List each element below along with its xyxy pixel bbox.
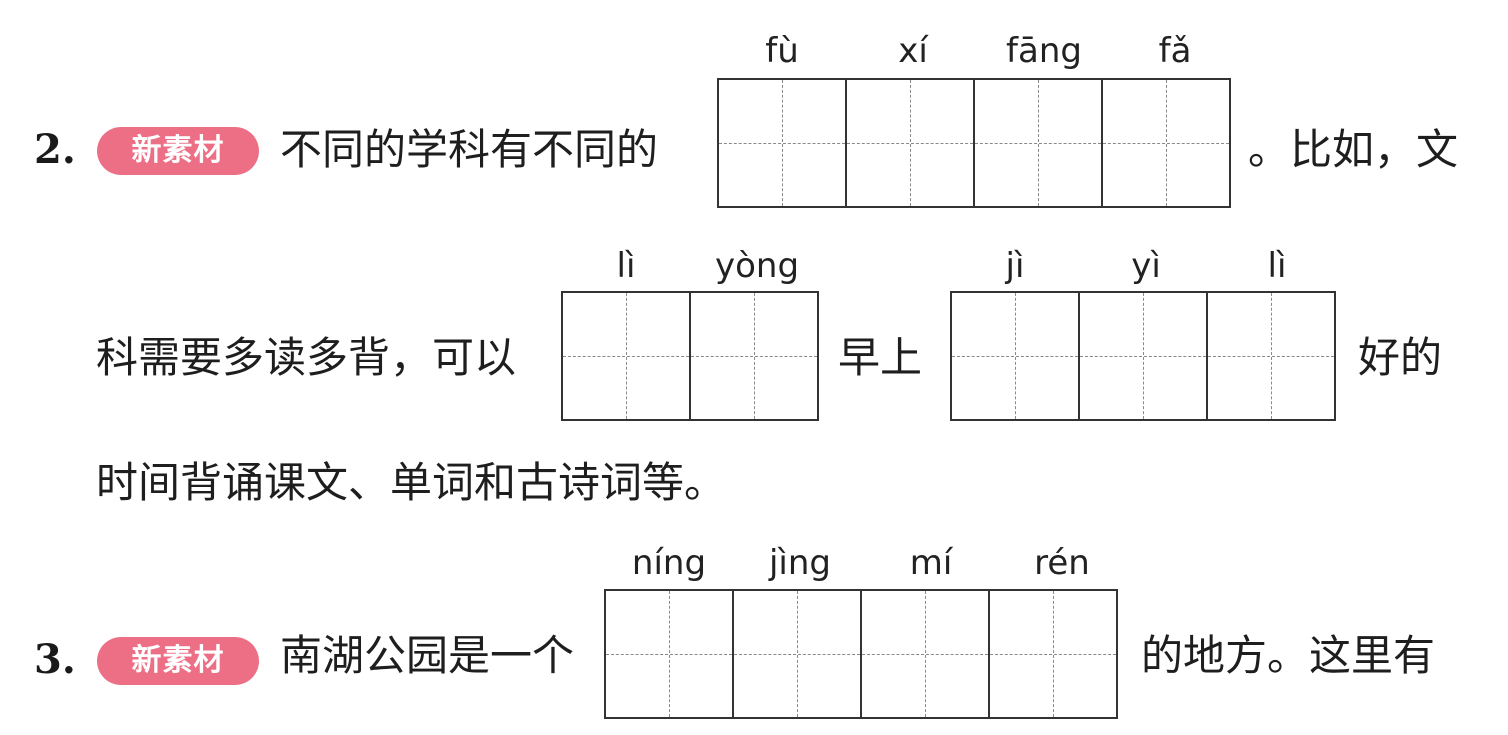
writing-cell[interactable] (845, 78, 975, 208)
pinyin-label: fù (765, 31, 799, 71)
question-number-2: 2. (34, 126, 76, 173)
q3-line1-text-after: 的地方。这里有 (1141, 631, 1436, 680)
writing-cell[interactable] (732, 589, 862, 719)
writing-cell[interactable] (860, 589, 990, 719)
pinyin-label: jìng (768, 543, 832, 583)
writing-cell[interactable] (988, 589, 1118, 719)
pinyin-label: lì (616, 246, 636, 286)
writing-cell[interactable] (1078, 291, 1208, 421)
pinyin-label: lì (1267, 246, 1287, 286)
answer-grid-jiyili[interactable] (950, 291, 1336, 421)
pinyin-label: fāng (1006, 31, 1082, 71)
pinyin-label: yòng (714, 246, 800, 286)
new-material-badge: 新素材 (97, 127, 259, 175)
q2-line1-text-before: 不同的学科有不同的 (280, 125, 659, 174)
answer-grid-liyong[interactable] (561, 291, 819, 421)
writing-cell[interactable] (1101, 78, 1231, 208)
q2-line2-text-middle: 早上 (838, 333, 923, 382)
writing-cell[interactable] (604, 589, 734, 719)
q2-line3-text: 时间背诵课文、单词和古诗词等。 (96, 458, 727, 507)
pinyin-label: níng (631, 543, 707, 583)
writing-cell[interactable] (950, 291, 1080, 421)
pinyin-label: xí (898, 31, 928, 71)
answer-grid-ningjing-miren[interactable] (604, 589, 1118, 719)
pinyin-label: jì (1005, 246, 1025, 286)
pinyin-label: fǎ (1158, 31, 1192, 71)
q2-line2-text-before: 科需要多读多背，可以 (96, 333, 517, 382)
question-number-3: 3. (34, 636, 76, 683)
pinyin-label: yì (1131, 246, 1161, 286)
q3-line1-text-before: 南湖公园是一个 (280, 631, 575, 680)
answer-grid-fuxi-fangfa[interactable] (717, 78, 1231, 208)
new-material-badge: 新素材 (97, 637, 259, 685)
writing-cell[interactable] (973, 78, 1103, 208)
q2-line2-text-after: 好的 (1358, 333, 1443, 382)
writing-cell[interactable] (1206, 291, 1336, 421)
writing-cell[interactable] (561, 291, 691, 421)
pinyin-label: rén (1034, 543, 1090, 583)
writing-cell[interactable] (717, 78, 847, 208)
writing-cell[interactable] (689, 291, 819, 421)
q2-line1-text-after: 。比如，文 (1248, 125, 1459, 174)
pinyin-label: mí (909, 543, 953, 583)
